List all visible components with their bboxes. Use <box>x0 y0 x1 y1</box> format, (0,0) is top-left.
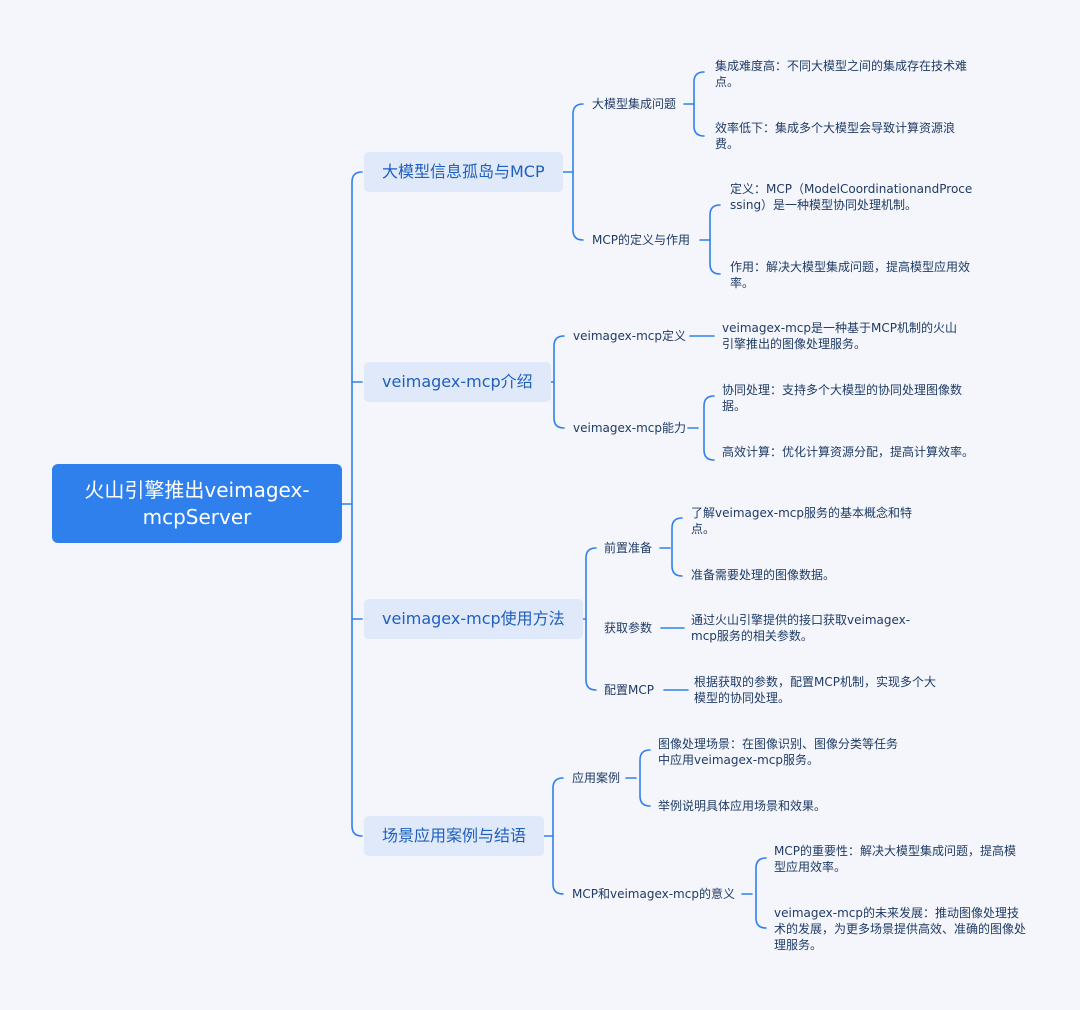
detail-node[interactable]: 高效计算：优化计算资源分配，提高计算效率。 <box>722 445 975 459</box>
detail-node[interactable]: 协同处理：支持多个大模型的协同处理图像数据。 <box>722 383 963 413</box>
topic-node[interactable]: veimagex-mcp定义 <box>573 329 686 343</box>
section-node-1[interactable]: 大模型信息孤岛与MCP <box>364 152 563 192</box>
root-label: 火山引擎推出veimagex-mcpServer <box>84 477 310 529</box>
detail-node[interactable]: 通过火山引擎提供的接口获取veimagex-mcp服务的相关参数。 <box>691 613 911 643</box>
root-node[interactable]: 火山引擎推出veimagex-mcpServer <box>52 464 342 543</box>
detail-node[interactable]: 效率低下：集成多个大模型会导致计算资源浪费。 <box>715 121 956 151</box>
section-node-2[interactable]: veimagex-mcp介绍 <box>364 362 551 402</box>
topic-node[interactable]: MCP和veimagex-mcp的意义 <box>572 887 735 901</box>
detail-node[interactable]: 作用：解决大模型集成问题，提高模型应用效率。 <box>730 260 971 290</box>
section-node-3[interactable]: veimagex-mcp使用方法 <box>364 599 583 639</box>
detail-node[interactable]: 举例说明具体应用场景和效果。 <box>658 799 827 813</box>
detail-node[interactable]: 根据获取的参数，配置MCP机制，实现多个大模型的协同处理。 <box>694 675 936 705</box>
topic-node[interactable]: MCP的定义与作用 <box>592 233 690 247</box>
topic-node[interactable]: veimagex-mcp能力 <box>573 421 686 435</box>
topic-node[interactable]: 大模型集成问题 <box>592 97 677 111</box>
topic-node[interactable]: 应用案例 <box>572 771 621 785</box>
topic-node[interactable]: 配置MCP <box>604 683 654 697</box>
detail-node[interactable]: 图像处理场景：在图像识别、图像分类等任务中应用veimagex-mcp服务。 <box>658 737 899 767</box>
detail-node[interactable]: MCP的重要性：解决大模型集成问题，提高模型应用效率。 <box>774 844 1016 874</box>
detail-node[interactable]: 准备需要处理的图像数据。 <box>691 568 836 582</box>
detail-node[interactable]: veimagex-mcp是一种基于MCP机制的火山引擎推出的图像处理服务。 <box>722 321 957 351</box>
topic-node[interactable]: 获取参数 <box>604 621 653 635</box>
section-node-4[interactable]: 场景应用案例与结语 <box>364 816 545 856</box>
detail-node[interactable]: 了解veimagex-mcp服务的基本概念和特点。 <box>691 506 912 536</box>
topic-node[interactable]: 前置准备 <box>604 541 653 555</box>
detail-node[interactable]: veimagex-mcp的未来发展：推动图像处理技术的发展，为更多场景提供高效、… <box>774 906 1027 952</box>
detail-node[interactable]: 定义：MCP（ModelCoordinationandProcessing）是一… <box>730 182 973 212</box>
detail-node[interactable]: 集成难度高：不同大模型之间的集成存在技术难点。 <box>715 59 968 89</box>
